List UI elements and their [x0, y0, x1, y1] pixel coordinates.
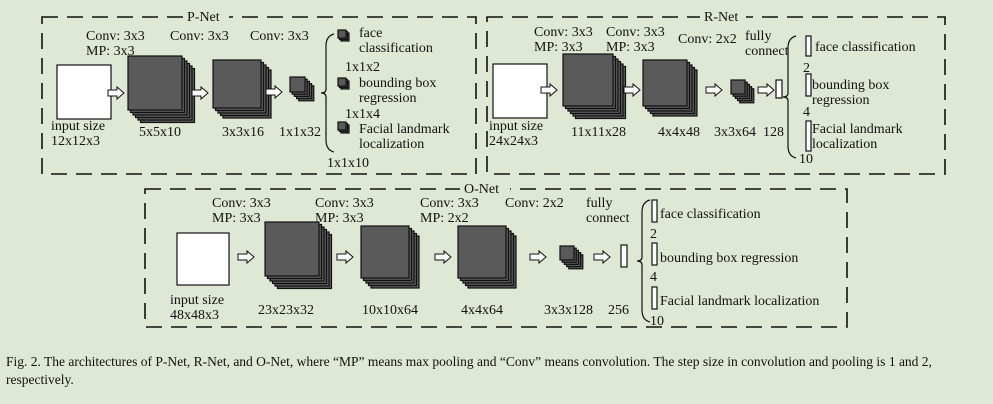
- arrow-icon: [757, 82, 775, 98]
- pnet-block-label-2: 3x3x16: [222, 125, 264, 140]
- onet-block-label-5: 256: [608, 303, 629, 318]
- pnet-feature-map-1: [127, 55, 196, 124]
- pnet-output-icon-1: [337, 29, 350, 42]
- rnet-title: R-Net: [704, 10, 738, 25]
- onet-input-box: [176, 232, 230, 286]
- onet-output-dim-3: 10: [650, 314, 664, 329]
- onet-output-bar-3: [651, 286, 658, 310]
- onet-output-label-3: Facial landmark localization: [660, 294, 819, 309]
- arrow-icon: [265, 84, 283, 100]
- onet-output-dim-2: 4: [650, 270, 657, 285]
- pnet-output-brace: [320, 33, 335, 153]
- rnet-block-label-3: 3x3x64: [714, 125, 756, 140]
- rnet-feature-map-3: [730, 79, 755, 104]
- pnet-output-icon-3: [337, 121, 350, 134]
- arrow-icon: [191, 85, 209, 101]
- arrow-icon: [336, 249, 354, 265]
- pnet-feature-map-2: [212, 59, 272, 119]
- onet-block-label-1: 23x23x32: [258, 303, 314, 318]
- pnet-block-label-3: 1x1x32: [279, 125, 321, 140]
- pnet-panel: [41, 16, 477, 175]
- arrow-icon: [107, 85, 125, 101]
- rnet-feature-map-2: [642, 59, 698, 117]
- pnet-stage-label-2: Conv: 3x3: [170, 29, 229, 44]
- onet-output-bar-1: [651, 199, 658, 223]
- onet-block-label-4: 3x3x128: [544, 303, 593, 318]
- onet-title: O-Net: [464, 182, 499, 197]
- rnet-fc-layer: [775, 79, 783, 99]
- onet-stage-label-4: Conv: 2x2: [505, 196, 564, 211]
- pnet-title: P-Net: [187, 10, 220, 25]
- rnet-feature-map-1: [562, 53, 627, 120]
- onet-feature-map-2: [360, 225, 420, 289]
- onet-feature-map-3: [457, 225, 517, 289]
- rnet-block-label-1: 11x11x28: [571, 125, 626, 140]
- onet-output-bar-2: [651, 242, 658, 266]
- rnet-output-dim-3: 10: [799, 152, 813, 167]
- onet-output-label-2: bounding box regression: [660, 251, 798, 266]
- onet-output-label-1: face classification: [660, 207, 761, 222]
- arrow-icon: [705, 82, 723, 98]
- onet-block-label-3: 4x4x64: [461, 303, 503, 318]
- arrow-icon: [593, 249, 611, 265]
- rnet-output-brace: [782, 35, 797, 159]
- rnet-block-label-2: 4x4x48: [658, 125, 700, 140]
- figure-caption: Fig. 2. The architectures of P-Net, R-Ne…: [6, 354, 932, 387]
- arrow-icon: [540, 82, 558, 98]
- arrow-icon: [237, 249, 255, 265]
- rnet-output-dim-2: 4: [803, 105, 810, 120]
- pnet-output-icon-2: [337, 77, 350, 90]
- rnet-output-bar-3: [805, 120, 812, 152]
- rnet-output-label-1: face classification: [815, 40, 916, 55]
- onet-block-label-2: 10x10x64: [362, 303, 418, 318]
- arrow-icon: [434, 249, 452, 265]
- onet-output-dim-1: 2: [650, 227, 657, 242]
- rnet-output-dim-1: 2: [803, 61, 810, 76]
- onet-output-brace: [636, 199, 651, 323]
- rnet-block-label-4: 128: [763, 125, 784, 140]
- arrow-icon: [623, 82, 641, 98]
- pnet-feature-map-3: [289, 76, 315, 102]
- pnet-output-dim-2: 1x1x4: [345, 107, 380, 122]
- onet-feature-map-4: [559, 245, 584, 270]
- pnet-block-label-1: 5x5x10: [139, 125, 181, 140]
- pnet-output-dim-1: 1x1x2: [345, 60, 380, 75]
- rnet-stage-label-3: Conv: 2x2: [678, 32, 737, 47]
- arrow-icon: [529, 249, 547, 265]
- rnet-output-bar-2: [805, 73, 812, 97]
- onet-feature-map-1: [264, 221, 333, 290]
- rnet-input-box: [492, 63, 548, 119]
- pnet-output-dim-3: 1x1x10: [327, 156, 369, 171]
- rnet-output-bar-1: [805, 35, 812, 57]
- pnet-input-box: [56, 64, 112, 120]
- pnet-stage-label-3: Conv: 3x3: [250, 29, 309, 44]
- onet-fc-layer: [620, 244, 628, 268]
